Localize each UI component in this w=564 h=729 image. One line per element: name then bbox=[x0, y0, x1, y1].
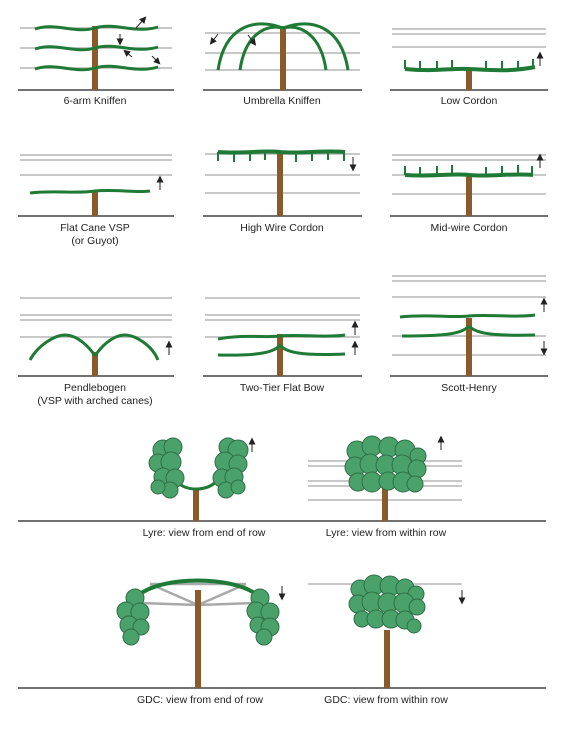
cane-lower bbox=[217, 343, 282, 357]
caption-gdc-end: GDC: view from end of row bbox=[136, 694, 264, 706]
caption-mid-wire-cordon: Mid-wire Cordon bbox=[430, 222, 508, 234]
caption-scott-henry: Scott-Henry bbox=[441, 382, 497, 394]
arched-cane bbox=[28, 333, 97, 361]
caption-umbrella-kniffen: Umbrella Kniffen bbox=[243, 95, 321, 107]
panel-scott-henry bbox=[390, 275, 548, 377]
cordon bbox=[217, 149, 346, 155]
canopy bbox=[344, 435, 427, 493]
arrow-icon bbox=[247, 34, 257, 46]
canopy bbox=[348, 574, 426, 634]
panel-pendlebogen bbox=[18, 297, 174, 377]
cane bbox=[29, 188, 151, 195]
caption-pendlebogen: Pendlebogen (VSP with arched canes) bbox=[37, 382, 153, 407]
panel-low-cordon bbox=[390, 28, 548, 91]
panel-lyre-end-view bbox=[18, 437, 546, 522]
panel-high-wire-cordon bbox=[203, 149, 362, 217]
caption-high-wire-cordon: High Wire Cordon bbox=[240, 222, 324, 234]
caption-flat-cane-vsp: Flat Cane VSP (or Guyot) bbox=[60, 222, 130, 247]
panel-gdc-within-view bbox=[308, 574, 466, 688]
caption-two-tier-flat-bow: Two-Tier Flat Bow bbox=[239, 382, 325, 394]
caption-lyre-end: Lyre: view from end of row bbox=[142, 527, 266, 539]
cordon bbox=[404, 65, 536, 73]
canopy-right bbox=[212, 437, 249, 499]
arrow-icon bbox=[123, 49, 133, 58]
arrow-icon bbox=[209, 33, 219, 45]
cane-lower bbox=[467, 324, 536, 337]
caption-6-arm-kniffen: 6-arm Kniffen bbox=[63, 95, 127, 107]
cordon bbox=[404, 172, 534, 178]
cane bbox=[216, 22, 284, 71]
cane bbox=[282, 25, 328, 71]
panel-6-arm-kniffen bbox=[18, 16, 174, 91]
canopy-left bbox=[148, 437, 185, 499]
canopy-left bbox=[116, 588, 150, 646]
panel-lyre-within-view bbox=[308, 435, 462, 521]
cane bbox=[34, 44, 159, 52]
caption-low-cordon: Low Cordon bbox=[440, 95, 498, 107]
cane-lower bbox=[278, 343, 346, 356]
arrow-icon bbox=[151, 55, 161, 65]
gdc-cordon bbox=[138, 578, 258, 596]
arched-cane bbox=[93, 333, 160, 361]
panel-umbrella-kniffen bbox=[203, 22, 362, 91]
canopy-right bbox=[246, 588, 280, 646]
arrow-icon bbox=[135, 16, 147, 29]
cane-lower bbox=[401, 324, 471, 338]
panel-gdc-end-view bbox=[18, 578, 546, 689]
panel-two-tier-flat-bow bbox=[203, 297, 362, 377]
cane bbox=[282, 22, 350, 71]
panel-flat-cane-vsp bbox=[18, 154, 174, 217]
caption-lyre-within: Lyre: view from within row bbox=[325, 527, 447, 539]
cane-upper bbox=[217, 333, 346, 341]
spurs bbox=[404, 59, 534, 70]
panel-mid-wire-cordon bbox=[390, 153, 548, 217]
cane bbox=[34, 64, 159, 72]
cane bbox=[238, 25, 284, 71]
caption-gdc-within: GDC: view from within row bbox=[324, 694, 448, 706]
spurs bbox=[217, 151, 345, 162]
cane bbox=[34, 24, 159, 32]
cane-upper bbox=[399, 313, 536, 319]
spurs bbox=[404, 165, 533, 176]
